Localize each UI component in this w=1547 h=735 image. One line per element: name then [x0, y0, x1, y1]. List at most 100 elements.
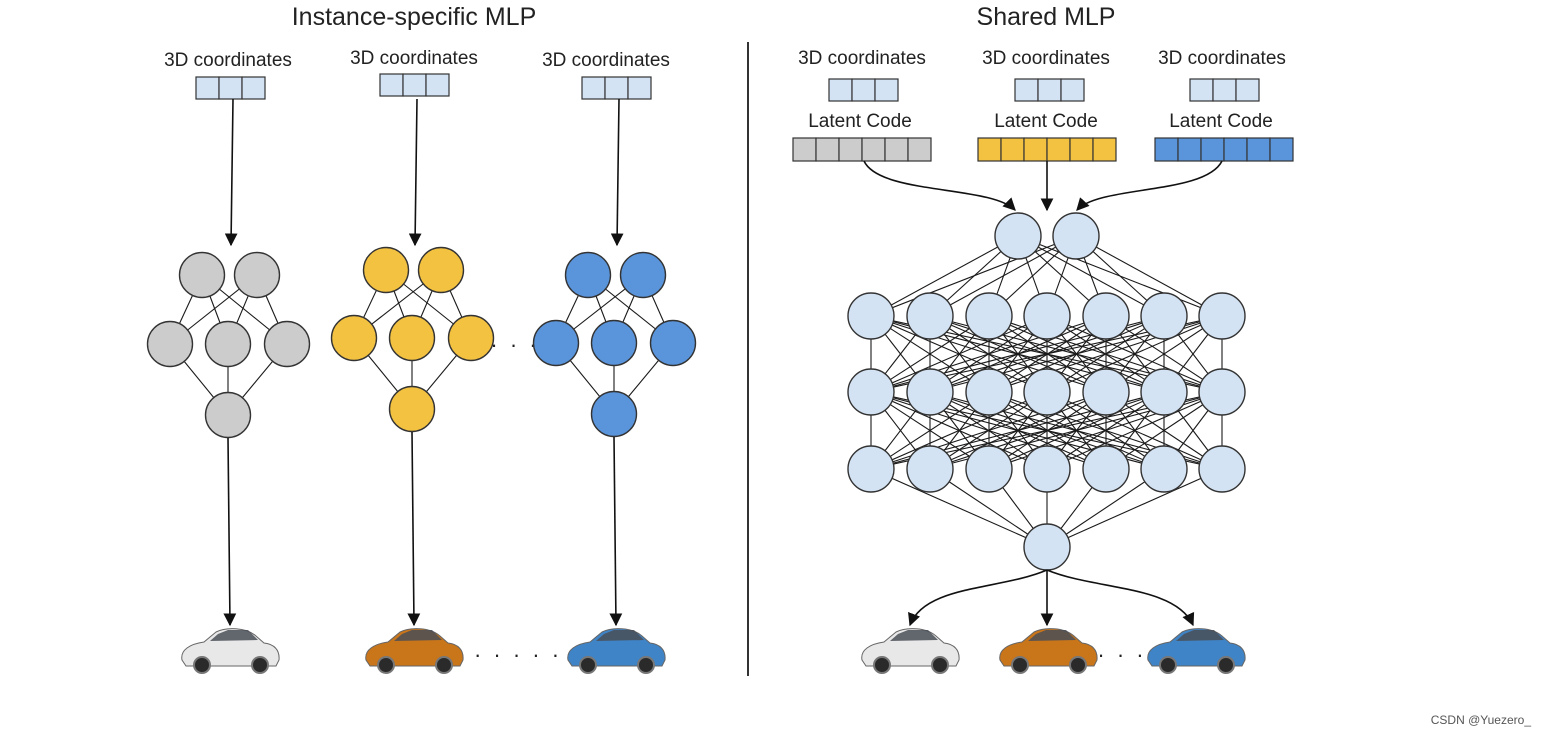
instance-blue-output-arrow	[609, 436, 623, 627]
latent-code-blue-cell	[1177, 137, 1202, 162]
shared-coord-vector-3-cell	[1212, 78, 1237, 102]
left-coord-label-3: 3D coordinates	[542, 50, 670, 71]
shared-car-blue-window	[1176, 630, 1224, 641]
latent-code-yellow	[977, 137, 1117, 162]
instance-blue-node	[532, 319, 580, 367]
shared-car-blue	[1147, 628, 1246, 674]
shared-coord-vector-1-cell	[874, 78, 899, 102]
latent-code-blue-cell	[1223, 137, 1248, 162]
instance-yellow-node	[330, 314, 378, 362]
shared-coord-vector-2	[1014, 78, 1085, 102]
instance-blue-node	[564, 251, 612, 299]
shared-edge	[870, 235, 1019, 317]
shared-car-gray-window	[890, 630, 938, 641]
shared-output-node	[1023, 523, 1071, 571]
instance-blue-car-front-wheel	[579, 656, 597, 674]
right-coord-label-3: 3D coordinates	[1158, 48, 1286, 69]
instance-yellow-coord-vector	[379, 73, 450, 97]
latent-code-yellow-cell	[1092, 137, 1117, 162]
latent-code-yellow-cell	[977, 137, 1002, 162]
shared-edge	[870, 468, 1048, 548]
instance-gray-car-window	[210, 630, 258, 641]
latent-code-gray-cell	[792, 137, 817, 162]
shared-hidden1-node	[1082, 292, 1130, 340]
instance-gray-coord-vector	[195, 76, 266, 100]
instance-gray-car-rear-wheel	[251, 656, 269, 674]
shared-car-gray-front-wheel	[873, 656, 891, 674]
shared-hidden2-node	[1023, 368, 1071, 416]
latent-code-gray-cell	[907, 137, 932, 162]
shared-car-yellow-window	[1028, 630, 1076, 641]
shared-coord-vector-3-cell	[1189, 78, 1214, 102]
instance-blue-car-rear-wheel	[637, 656, 655, 674]
instance-yellow-node	[388, 314, 436, 362]
latent-code-gray	[792, 137, 932, 162]
instance-gray-car	[181, 628, 280, 674]
instance-yellow-car	[365, 628, 464, 674]
latent-arrow-gray	[863, 160, 1016, 211]
shared-hidden3-node	[1082, 445, 1130, 493]
instance-yellow-node	[388, 385, 436, 433]
instance-gray-node	[146, 320, 194, 368]
instance-blue-car-window	[596, 630, 644, 641]
instance-yellow-coord-vector-cell	[425, 73, 450, 97]
instance-blue-coord-vector-cell	[581, 76, 606, 100]
shared-edge	[1046, 468, 1223, 548]
instance-yellow-node	[417, 246, 465, 294]
instance-gray-input-arrow	[224, 98, 238, 247]
instance-blue-node	[590, 390, 638, 438]
latent-code-label-3: Latent Code	[1169, 111, 1273, 132]
shared-coord-vector-3	[1189, 78, 1260, 102]
instance-gray-coord-vector-cell	[218, 76, 243, 100]
latent-code-label-2: Latent Code	[994, 111, 1098, 132]
latent-code-yellow-cell	[1069, 137, 1094, 162]
shared-hidden2-node	[906, 368, 954, 416]
instance-yellow-coord-vector-cell	[402, 73, 427, 97]
input-vector-layer	[195, 73, 1294, 627]
instance-blue-node	[649, 319, 697, 367]
right-coord-label-2: 3D coordinates	[982, 48, 1110, 69]
shared-edge	[870, 235, 1077, 317]
shared-mlp-title: Shared MLP	[977, 3, 1116, 31]
instance-gray-node	[233, 251, 281, 299]
instance-yellow-node	[362, 246, 410, 294]
instance-blue-node	[619, 251, 667, 299]
instance-blue-coord-vector-cell	[604, 76, 629, 100]
shared-hidden1-node	[1198, 292, 1246, 340]
instance-gray-node	[204, 320, 252, 368]
shared-hidden2-node	[965, 368, 1013, 416]
left-cars-ellipsis: · · · · ·	[474, 642, 562, 667]
latent-code-gray-cell	[884, 137, 909, 162]
latent-code-blue	[1154, 137, 1294, 162]
shared-car-gray-rear-wheel	[931, 656, 949, 674]
shared-hidden1-node	[847, 292, 895, 340]
shared-output-arrow-gray	[908, 569, 1048, 627]
instance-gray-car-front-wheel	[193, 656, 211, 674]
instance-blue-car	[567, 628, 666, 674]
shared-coord-vector-1	[828, 78, 899, 102]
shared-edge	[870, 391, 1048, 470]
shared-coord-vector-1-cell	[828, 78, 853, 102]
shared-coord-vector-2-cell	[1060, 78, 1085, 102]
latent-code-gray-cell	[861, 137, 886, 162]
shared-car-yellow	[999, 628, 1098, 674]
shared-hidden1-node	[906, 292, 954, 340]
shared-coord-vector-1-cell	[851, 78, 876, 102]
instance-yellow-node	[447, 314, 495, 362]
right-cars-ellipsis: · · ·	[1097, 642, 1146, 667]
shared-edge	[1046, 391, 1223, 470]
shared-hidden2-node	[1082, 368, 1130, 416]
latent-code-blue-cell	[1269, 137, 1294, 162]
instance-gray-coord-vector-cell	[195, 76, 220, 100]
shared-hidden3-node	[1140, 445, 1188, 493]
watermark: CSDN @Yuezero_	[1431, 713, 1532, 727]
shared-hidden3-node	[847, 445, 895, 493]
shared-hidden2-node	[1140, 368, 1188, 416]
instance-gray-node	[263, 320, 311, 368]
latent-code-blue-cell	[1200, 137, 1225, 162]
instance-gray-coord-vector-cell	[241, 76, 266, 100]
shared-car-blue-front-wheel	[1159, 656, 1177, 674]
shared-coord-vector-2-cell	[1037, 78, 1062, 102]
shared-hidden3-node	[965, 445, 1013, 493]
latent-code-blue-cell	[1154, 137, 1179, 162]
